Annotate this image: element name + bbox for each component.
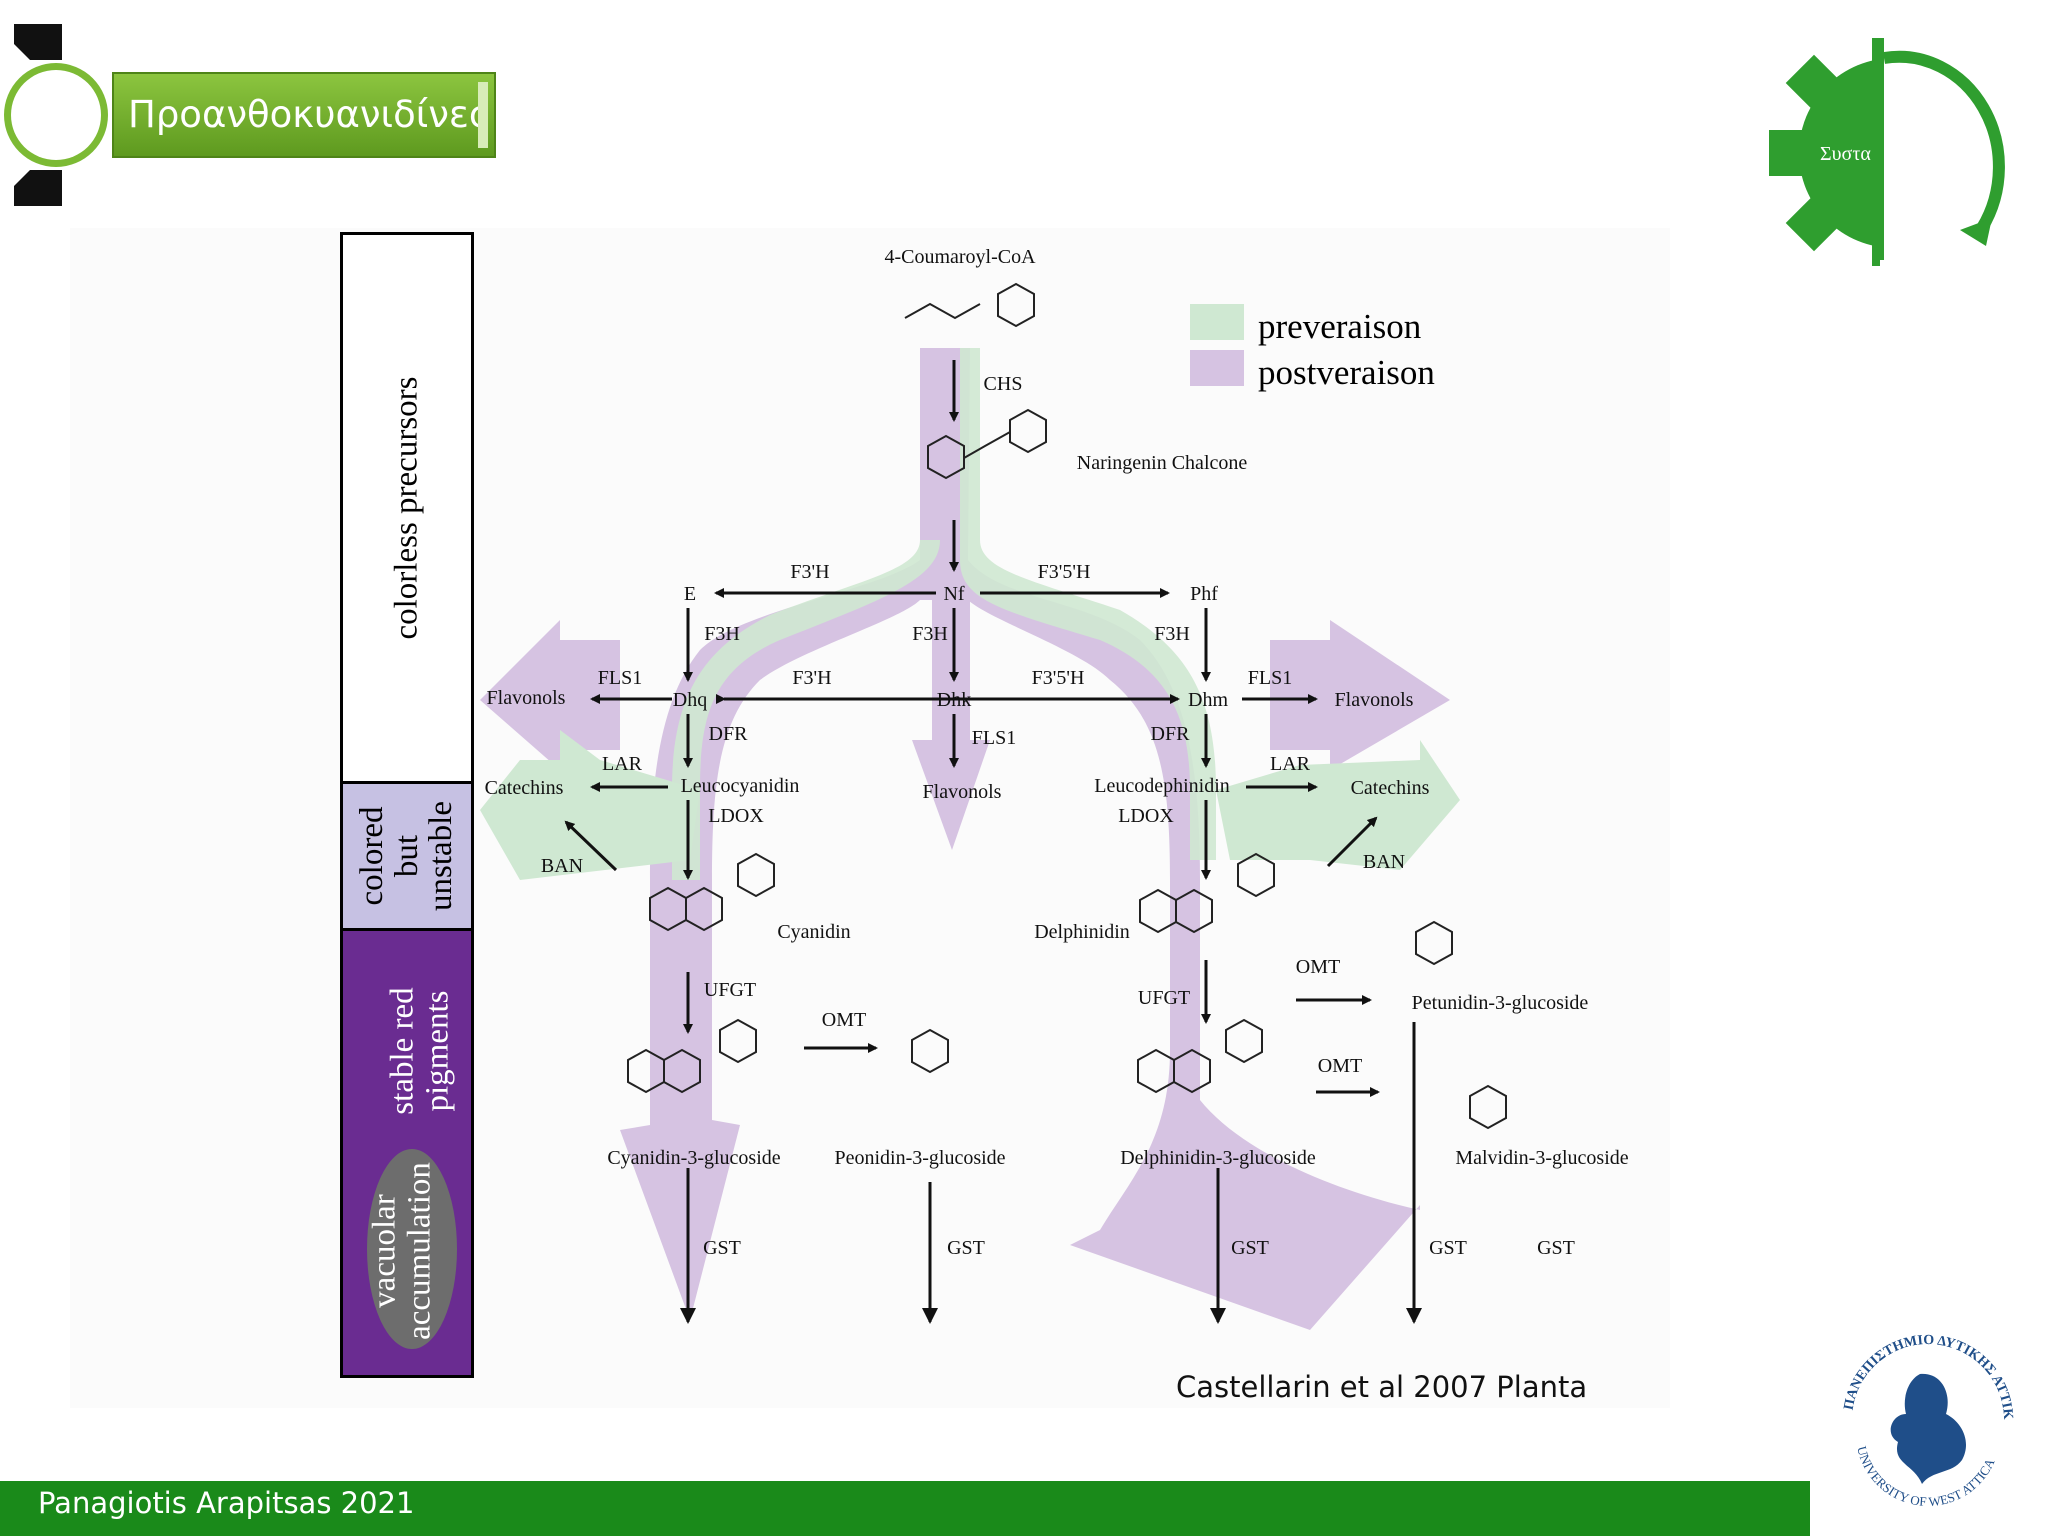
enzyme-label: FLS1 bbox=[598, 667, 642, 689]
enzyme-label: F3'5'H bbox=[1038, 561, 1091, 583]
compound-catechins: Catechins bbox=[485, 777, 564, 799]
legend-post: postveraison bbox=[1258, 353, 1435, 392]
enzyme-label: LAR bbox=[1270, 753, 1311, 775]
enzyme-label: GST bbox=[1429, 1237, 1467, 1259]
legend-swatch-post bbox=[1190, 350, 1244, 386]
compound-delphinidin: Delphinidin bbox=[1034, 921, 1130, 943]
enzyme-label: BAN bbox=[541, 855, 583, 877]
compound-mv3g: Malvidin-3-glucoside bbox=[1455, 1147, 1628, 1169]
enzyme-label: LDOX bbox=[1118, 805, 1174, 827]
university-logo: ΠΑΝΕΠΙΣΤΗΜΙΟ ΔΥΤΙΚΗΣ ΑΤΤΙΚΗΣ UNIVERSITY … bbox=[1822, 1314, 2015, 1509]
compound-e: E bbox=[684, 583, 696, 605]
compound-coumaroyl: 4-Coumaroyl-CoA bbox=[884, 246, 1036, 268]
enzyme-label: CHS bbox=[984, 373, 1023, 395]
compound-nf: Nf bbox=[943, 583, 964, 605]
enzyme-label: UFGT bbox=[704, 979, 756, 1001]
enzyme-label: FLS1 bbox=[972, 727, 1016, 749]
enzyme-label: F3'H bbox=[792, 667, 831, 689]
slide-title: Προανθοκυανιδίνες bbox=[112, 72, 496, 158]
compound-dhm: Dhm bbox=[1188, 689, 1228, 711]
gear-icon: Συστα bbox=[1769, 38, 2040, 266]
gear-text: Συστα bbox=[1820, 143, 1871, 165]
enzyme-label: UFGT bbox=[1138, 987, 1190, 1009]
enzyme-label: F3'5'H bbox=[1032, 667, 1085, 689]
compound-flavonols: Flavonols bbox=[1335, 689, 1414, 711]
enzyme-label: OMT bbox=[822, 1009, 866, 1031]
compound-chalcone: Naringenin Chalcone bbox=[1077, 452, 1248, 474]
enzyme-label: DFR bbox=[709, 723, 749, 745]
stage-unstable: colored but unstable bbox=[340, 781, 474, 931]
compound-leucodelphinidin: Leucodephinidin bbox=[1094, 775, 1230, 797]
postveraison-flow bbox=[480, 348, 1450, 1330]
vacuole-oval bbox=[367, 1149, 457, 1349]
compound-de3g: Delphinidin-3-glucoside bbox=[1120, 1147, 1316, 1169]
enzyme-label: DFR bbox=[1151, 723, 1191, 745]
compound-phf: Phf bbox=[1190, 583, 1218, 605]
logo-emblem-icon bbox=[1890, 1373, 1967, 1484]
footer-bar bbox=[0, 1481, 1810, 1536]
compound-pe3g: Peonidin-3-glucoside bbox=[834, 1147, 1005, 1169]
enzyme-label: GST bbox=[703, 1237, 741, 1259]
stage-stable: stable red pigments vacuolar accumulatio… bbox=[340, 928, 474, 1378]
legend-pre: preveraison bbox=[1258, 307, 1421, 346]
stage-colorless: colorless precursors bbox=[340, 232, 474, 784]
citation: Castellarin et al 2007 Planta bbox=[1176, 1370, 1588, 1404]
compound-pt3g: Petunidin-3-glucoside bbox=[1412, 992, 1589, 1014]
chemical-structures bbox=[627, 282, 1507, 1130]
enzyme-label: F3'H bbox=[790, 561, 829, 583]
enzyme-label: LAR bbox=[602, 753, 643, 775]
enzyme-label: F3H bbox=[1154, 623, 1190, 645]
preveraison-flow bbox=[480, 348, 1460, 880]
reaction-arrows bbox=[564, 360, 1422, 1324]
compound-cy3g: Cyanidin-3-glucoside bbox=[607, 1147, 780, 1169]
compound-cyanidin: Cyanidin bbox=[777, 921, 850, 943]
enzyme-label: GST bbox=[1537, 1237, 1575, 1259]
compound-catechins: Catechins bbox=[1351, 777, 1430, 799]
enzyme-label: OMT bbox=[1296, 956, 1340, 978]
compound-dhq: Dhq bbox=[673, 689, 707, 711]
compound-leucocyanidin: Leucocyanidin bbox=[681, 775, 800, 797]
header-decoration bbox=[4, 24, 108, 206]
legend-swatch-pre bbox=[1190, 304, 1244, 340]
enzyme-label: F3H bbox=[912, 623, 948, 645]
compound-flavonols: Flavonols bbox=[923, 781, 1002, 803]
enzyme-label: OMT bbox=[1318, 1055, 1362, 1077]
enzyme-label: BAN bbox=[1363, 851, 1405, 873]
footer-author: Panagiotis Arapitsas 2021 bbox=[38, 1486, 415, 1520]
compound-flavonols: Flavonols bbox=[487, 687, 566, 709]
compound-dhk: Dhk bbox=[937, 689, 971, 711]
enzyme-label: F3H bbox=[704, 623, 740, 645]
enzyme-label: GST bbox=[1231, 1237, 1269, 1259]
enzyme-label: LDOX bbox=[708, 805, 764, 827]
enzyme-label: FLS1 bbox=[1248, 667, 1292, 689]
enzyme-label: GST bbox=[947, 1237, 985, 1259]
